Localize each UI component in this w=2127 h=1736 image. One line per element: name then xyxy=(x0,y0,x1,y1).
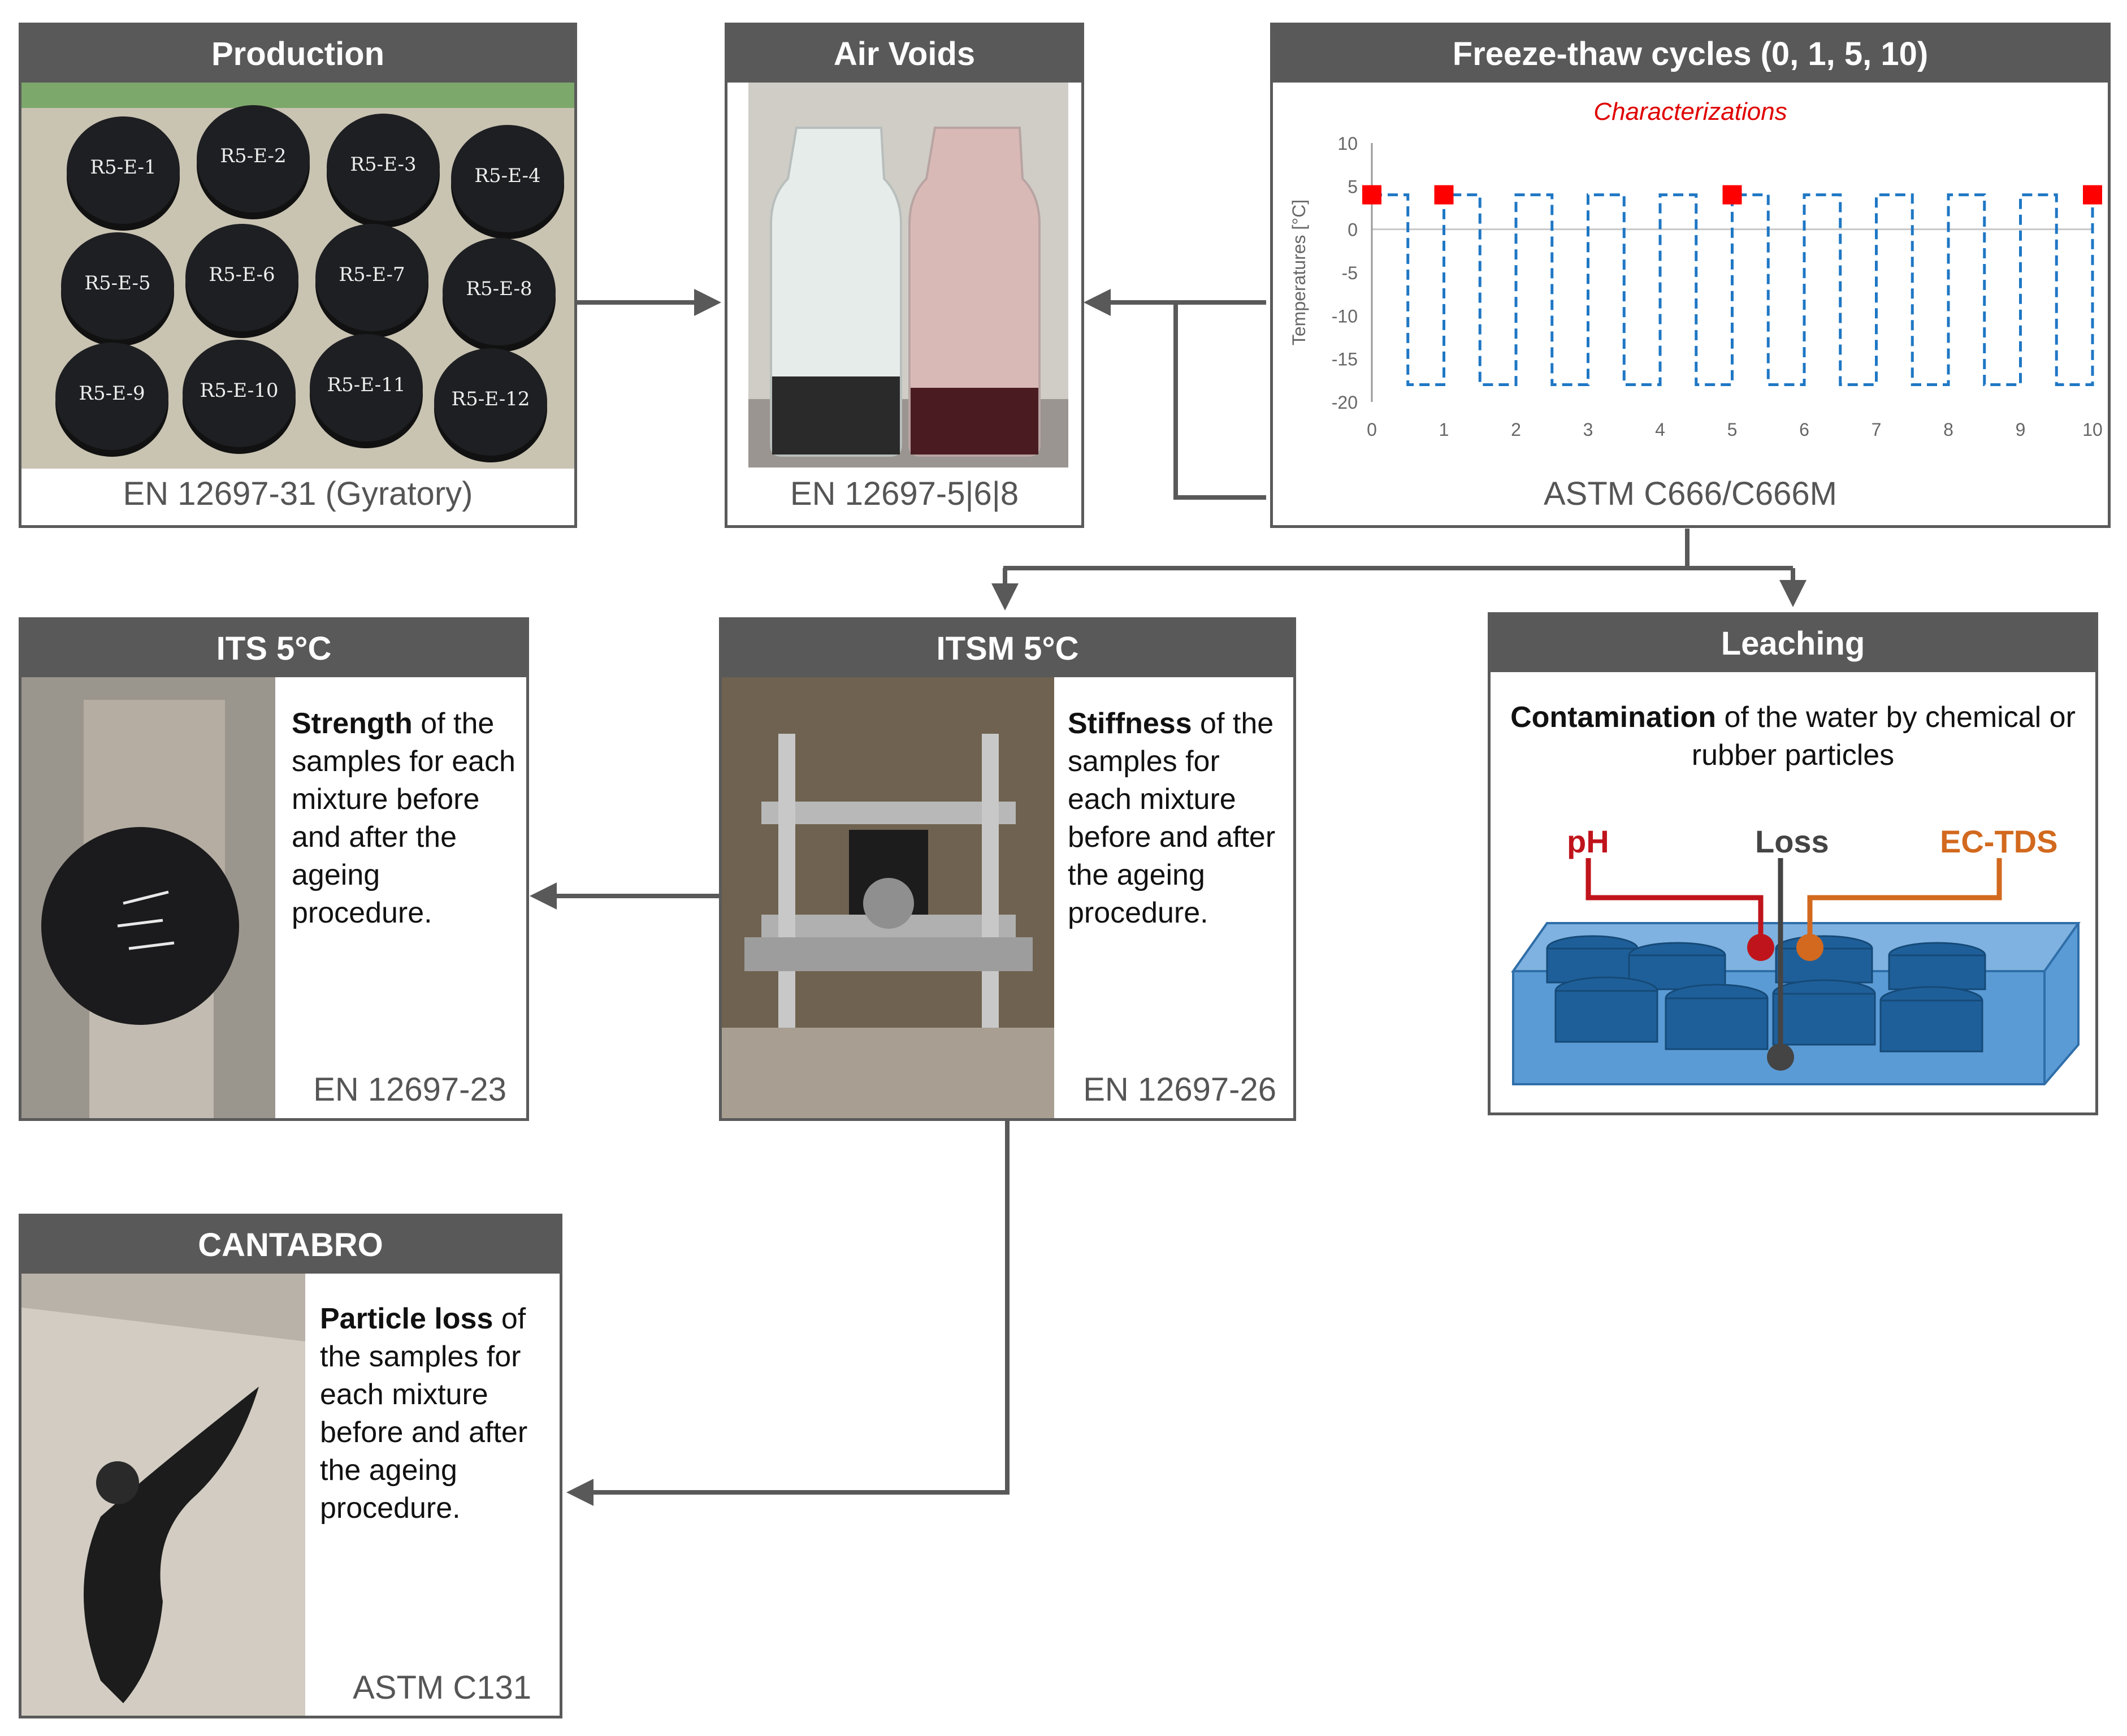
jars-photo xyxy=(748,83,1068,467)
sample-puck: R5-E-1 xyxy=(67,116,180,224)
ph-probe-icon xyxy=(1747,934,1774,961)
sample-puck: R5-E-9 xyxy=(55,343,168,450)
characterization-marker xyxy=(1434,185,1454,205)
air-voids-standard: EN 12697-5|6|8 xyxy=(790,475,1019,512)
y-tick-label: 5 xyxy=(1348,176,1358,197)
loss-probe-icon xyxy=(1767,1044,1794,1071)
characterization-marker xyxy=(2083,185,2102,205)
sample-label: R5-E-11 xyxy=(327,374,406,396)
itsm-panel: ITSM 5°C Stiffness of the samples for ea… xyxy=(719,617,1296,1121)
ec-probe-icon xyxy=(1796,934,1823,961)
sample-label: R5-E-1 xyxy=(90,156,157,179)
x-tick-label: 5 xyxy=(1727,419,1738,440)
sample-label: R5-E-12 xyxy=(451,388,530,410)
sample-puck: R5-E-12 xyxy=(434,348,547,456)
freeze-thaw-standard: ASTM C666/C666M xyxy=(1544,475,1837,512)
x-tick-label: 1 xyxy=(1439,419,1449,440)
leaching-panel: Leaching Contamination of the water by c… xyxy=(1488,612,2098,1115)
y-tick-label: -15 xyxy=(1332,349,1358,370)
x-tick-label: 7 xyxy=(1872,419,1882,440)
leaching-tank-diagram xyxy=(1511,858,2081,1085)
sample-label: R5-E-3 xyxy=(350,153,417,176)
y-axis-label: Temperatures [°C] xyxy=(1289,200,1309,345)
y-tick-label: -10 xyxy=(1332,306,1358,326)
probe-ec-label: EC-TDS xyxy=(1940,824,2058,859)
sample-label: R5-E-2 xyxy=(220,145,287,167)
arrow-itsm-cantabro xyxy=(566,1121,1010,1506)
sample-label: R5-E-4 xyxy=(474,164,541,187)
its-standard: EN 12697-23 xyxy=(313,1071,506,1108)
x-tick-label: 8 xyxy=(1943,419,1953,440)
sample-label: R5-E-10 xyxy=(200,379,279,402)
x-tick-label: 9 xyxy=(2016,419,2026,440)
ph-probe-wire xyxy=(1585,858,1764,938)
itsm-test-photo xyxy=(722,677,1054,1118)
air-voids-title: Air Voids xyxy=(727,25,1081,83)
sample-label: R5-E-6 xyxy=(209,263,275,286)
sample-puck: R5-E-5 xyxy=(61,232,174,340)
x-tick-label: 6 xyxy=(1799,419,1809,440)
its-title: ITS 5°C xyxy=(21,620,526,677)
production-title: Production xyxy=(21,25,574,83)
probe-ph-label: pH xyxy=(1567,824,1609,859)
sample-label: R5-E-9 xyxy=(79,382,145,405)
cantabro-panel: CANTABRO Particle loss of the samples fo… xyxy=(19,1214,562,1718)
leaching-description: Contamination of the water by chemical o… xyxy=(1510,701,2076,772)
its-panel: ITS 5°C Strength of the samples for each… xyxy=(19,617,529,1121)
itsm-standard: EN 12697-26 xyxy=(1083,1071,1276,1108)
characterization-marker xyxy=(1722,185,1742,205)
clear-jar-icon xyxy=(770,127,902,457)
arrow-freeze-loop xyxy=(1173,302,1266,500)
ec-probe-wire xyxy=(1807,858,2002,938)
chart-annotation: Characterizations xyxy=(1593,98,1787,125)
y-tick-label: -5 xyxy=(1342,263,1358,283)
red-jar-icon xyxy=(908,127,1041,457)
itsm-description: Stiffness of the samples for each mixtur… xyxy=(1068,707,1276,929)
freeze-thaw-title: Freeze-thaw cycles (0, 1, 5, 10) xyxy=(1273,25,2108,83)
x-tick-label: 2 xyxy=(1511,419,1521,440)
freeze-thaw-panel: Freeze-thaw cycles (0, 1, 5, 10) Charact… xyxy=(1270,23,2111,528)
sample-puck: R5-E-3 xyxy=(327,114,440,221)
y-tick-label: 0 xyxy=(1348,220,1358,240)
temperature-line xyxy=(1372,193,2094,386)
y-tick-label: -20 xyxy=(1332,392,1358,413)
sample-label: R5-E-7 xyxy=(339,263,405,286)
itsm-title: ITSM 5°C xyxy=(722,620,1293,677)
cantabro-title: CANTABRO xyxy=(21,1217,560,1274)
x-tick-label: 0 xyxy=(1367,419,1377,440)
cantabro-standard: ASTM C131 xyxy=(353,1669,531,1706)
sample-label: R5-E-5 xyxy=(84,272,151,295)
sample-label: R5-E-8 xyxy=(466,278,532,300)
y-tick-label: 10 xyxy=(1337,133,1358,154)
air-voids-panel: Air Voids EN 12697-5|6|8 xyxy=(725,23,1084,528)
x-tick-label: 3 xyxy=(1583,419,1593,440)
probe-loss-label: Loss xyxy=(1755,824,1829,859)
x-tick-label: 10 xyxy=(2082,419,2103,440)
sample-puck: R5-E-10 xyxy=(183,340,296,447)
sample-puck: R5-E-2 xyxy=(197,105,310,213)
its-description: Strength of the samples for each mixture… xyxy=(292,707,515,929)
sample-puck: R5-E-8 xyxy=(443,238,556,345)
x-tick-label: 4 xyxy=(1655,419,1665,440)
sample-puck: R5-E-4 xyxy=(451,125,564,232)
cantabro-description: Particle loss of the samples for each mi… xyxy=(320,1302,528,1525)
characterization-marker xyxy=(1362,185,1381,205)
leaching-title: Leaching xyxy=(1491,615,2095,672)
its-test-photo xyxy=(21,677,275,1118)
production-standard: EN 12697-31 (Gyratory) xyxy=(123,475,473,512)
sample-puck: R5-E-7 xyxy=(315,224,428,331)
sample-puck: R5-E-6 xyxy=(185,224,298,331)
sample-puck: R5-E-11 xyxy=(310,334,423,441)
cantabro-photo xyxy=(21,1274,305,1716)
